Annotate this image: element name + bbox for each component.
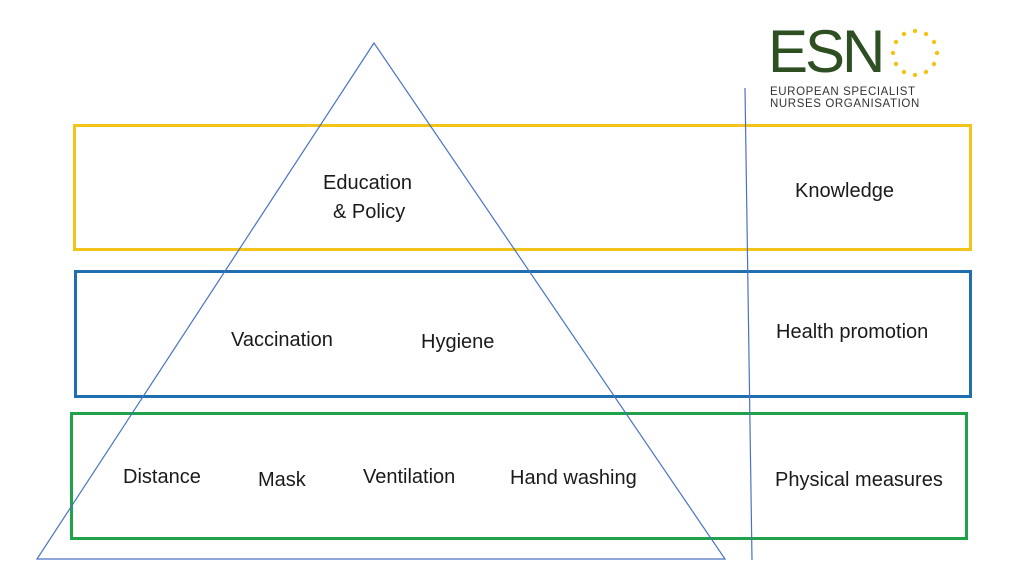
logo-subtitle-line2: NURSES ORGANISATION [770,98,920,110]
pyramid-text-ventilation: Ventilation [363,466,456,488]
pyramid-text-vaccination: Vaccination [231,329,333,351]
logo-subtitle-line1: EUROPEAN SPECIALIST [770,86,916,98]
pyramid-text-distance: Distance [123,466,201,488]
logo-wordmark: ESN [768,18,885,85]
column-divider [744,87,753,561]
pyramid-text-hygiene: Hygiene [421,331,495,353]
band-knowledge [73,124,972,251]
esn-logo: ESN EUROPEAN SPECIALIST NURSES ORGANISAT… [766,18,946,116]
band-label-physical-measures: Physical measures [775,469,943,491]
eu-stars-icon [890,28,940,78]
band-label-knowledge: Knowledge [795,180,894,202]
pyramid-triangle [35,41,727,560]
pyramid-text-education: Education [323,172,412,194]
band-label-health-promotion: Health promotion [776,321,929,343]
band-physical-measures [70,412,968,540]
pyramid-text-hand-washing: Hand washing [510,467,637,489]
pyramid-text-policy: & Policy [333,201,406,223]
pyramid-text-mask: Mask [258,469,306,491]
band-health-promotion [74,270,972,398]
